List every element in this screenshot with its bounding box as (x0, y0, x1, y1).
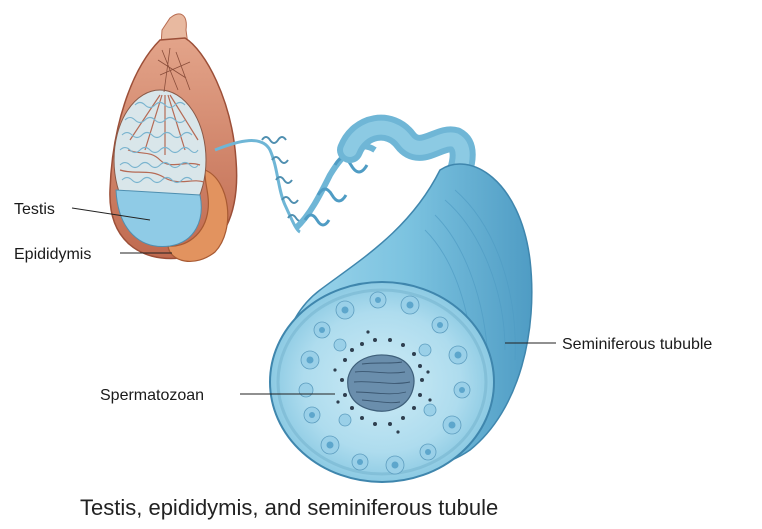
testis-illustration (110, 14, 237, 261)
seminiferous-tubule-illustration (270, 128, 532, 482)
epididymis-label: Epididymis (14, 246, 91, 263)
figure-caption: Testis, epididymis, and seminiferous tub… (80, 495, 498, 520)
spermatozoan-label: Spermatozoan (100, 387, 204, 404)
seminiferous-tubule-label: Seminiferous tububle (562, 336, 712, 353)
testis-label: Testis (14, 201, 55, 218)
